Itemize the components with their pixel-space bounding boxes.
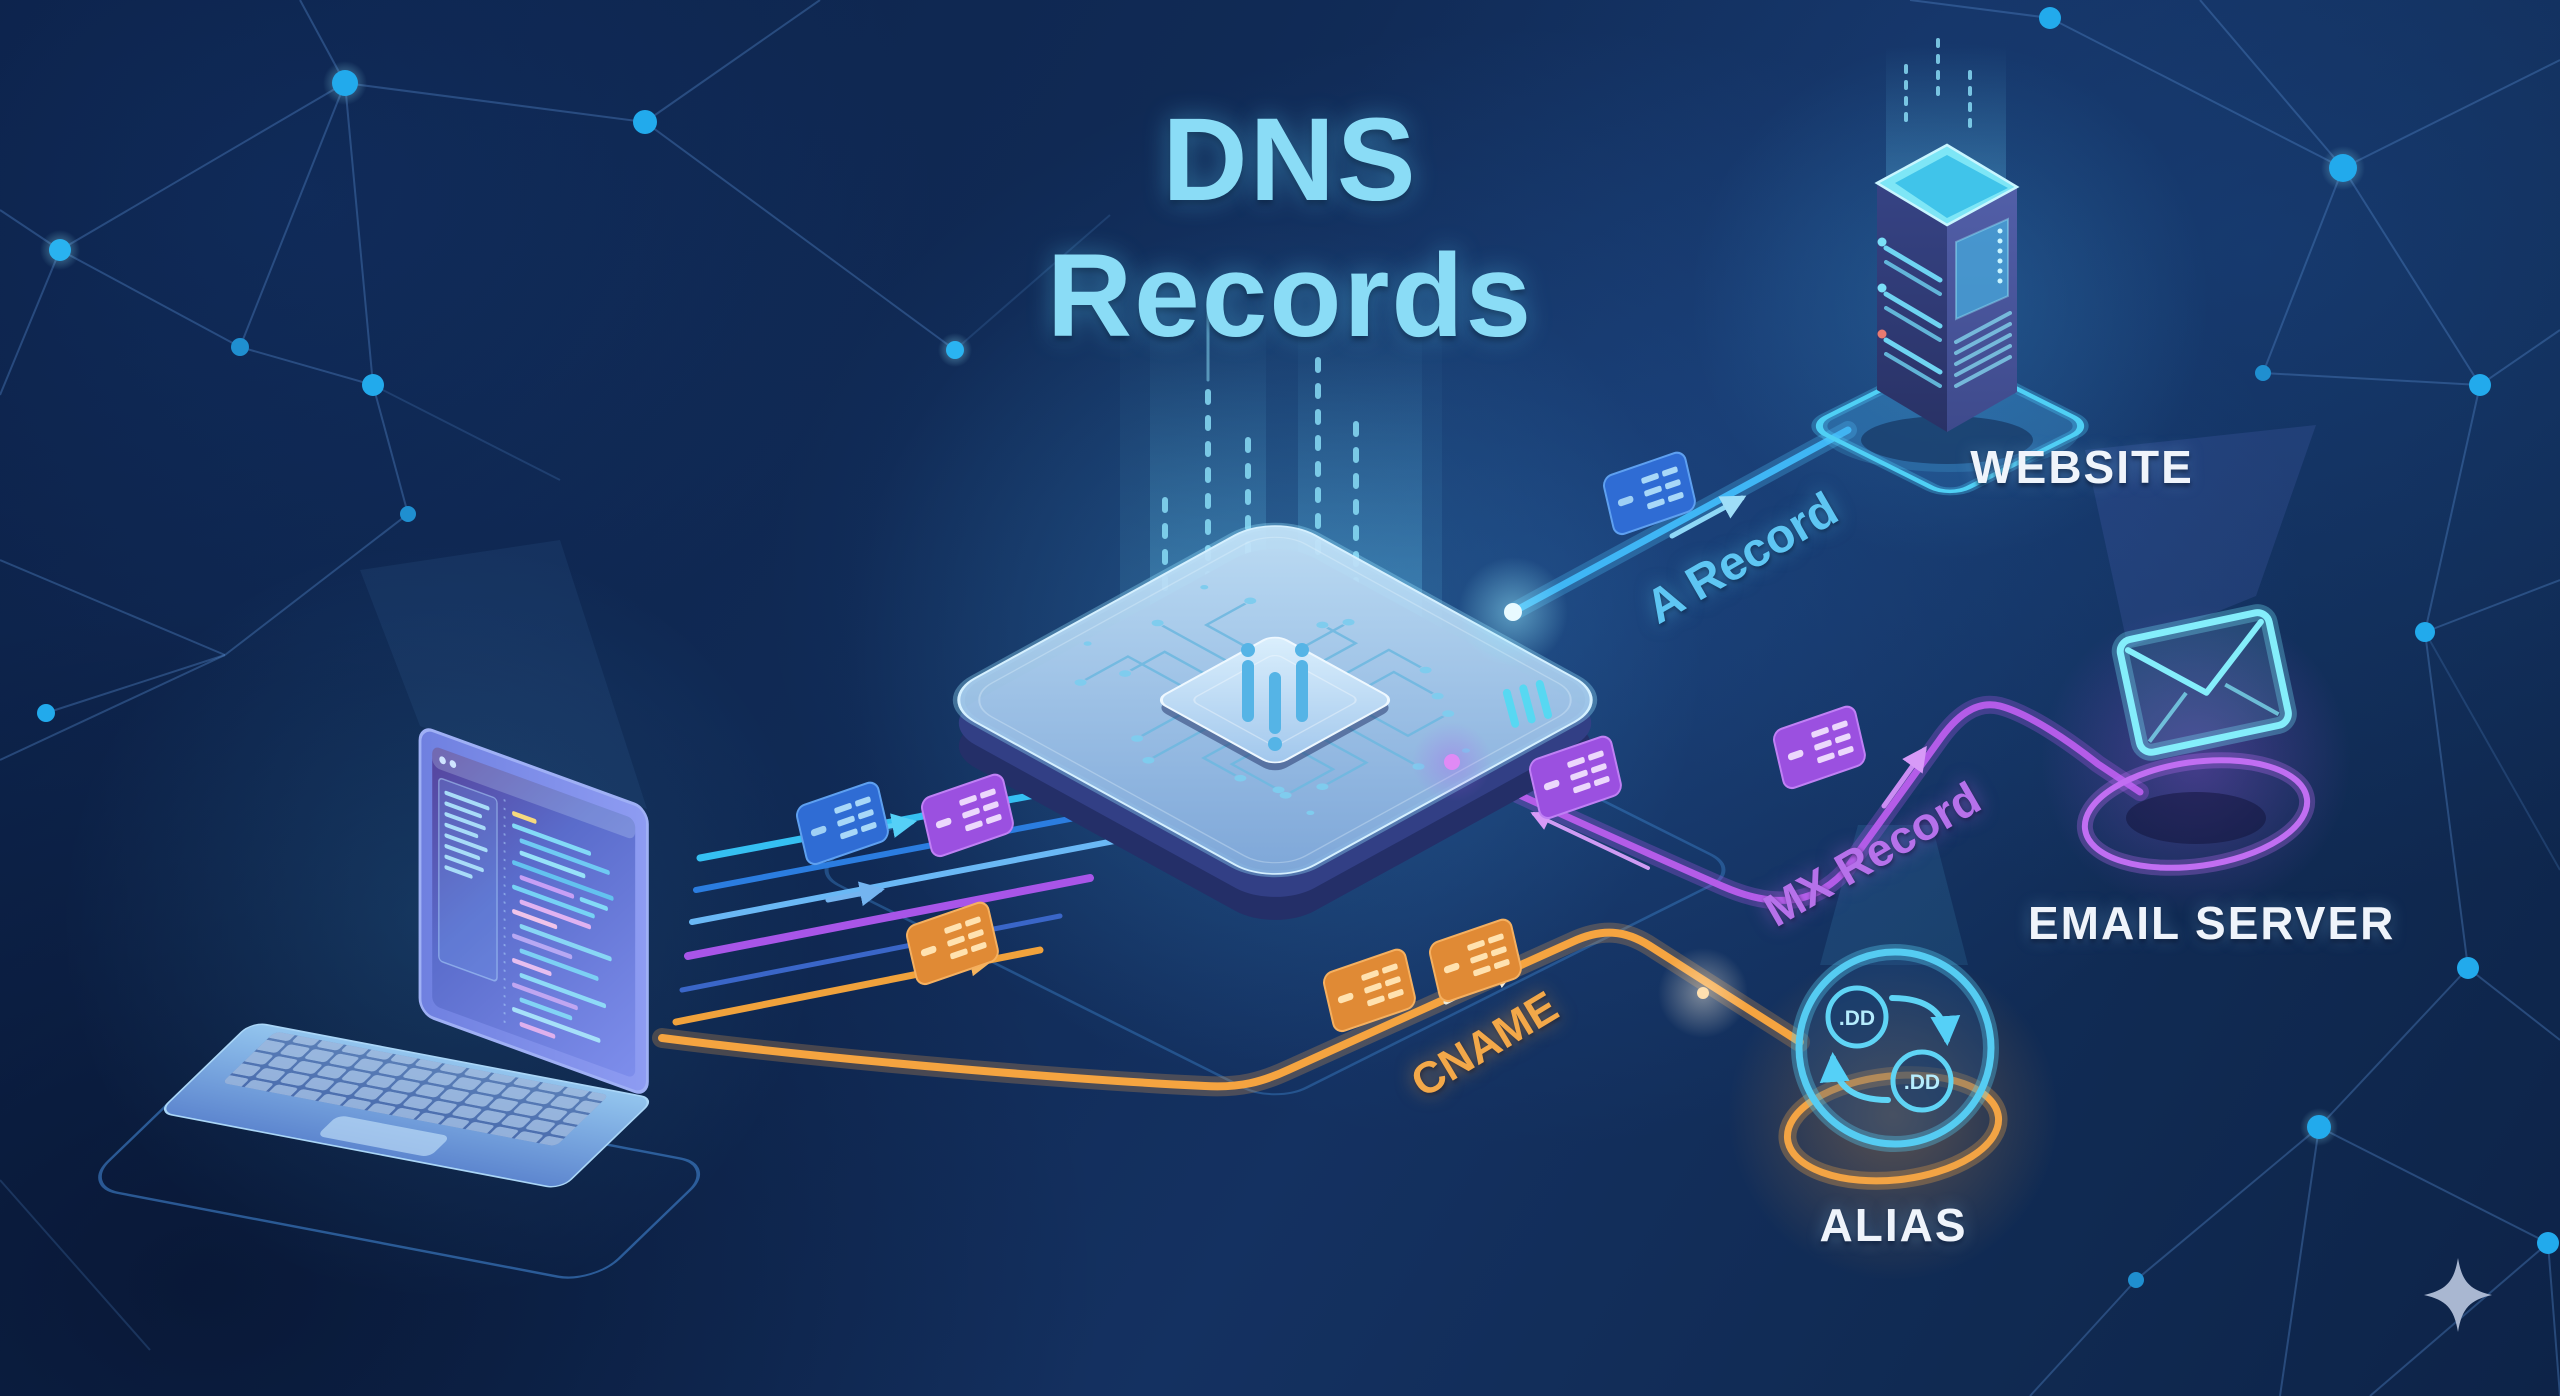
circuit-traces [1084, 602, 1445, 794]
circuit-vias [1074, 585, 1470, 815]
sparkle-icon [2424, 1258, 2492, 1332]
server-tower-icon [1811, 143, 2089, 496]
email-server-label: EMAIL SERVER [2028, 897, 2396, 949]
alias-cycle-icon: .DD .DD [1778, 944, 2008, 1190]
record-card-icon-mx2 [1773, 705, 1866, 790]
record-card-icon-blue [796, 781, 889, 866]
laptop-screen [418, 728, 649, 1094]
record-card-icon-a [1603, 451, 1696, 536]
website-label: WEBSITE [1970, 441, 2194, 493]
chip-vents [1502, 680, 1553, 728]
dns-chip-icon [952, 522, 1748, 1038]
server-front-slots [1883, 245, 1943, 388]
chip-corner-dot [1504, 603, 1522, 621]
mx-record-line [1443, 695, 2149, 910]
record-badges [796, 451, 1866, 1033]
server-vents [1954, 311, 2012, 388]
mx-origin-dot [1444, 754, 1460, 770]
code-lines [512, 811, 614, 1043]
laptop-base [163, 1023, 650, 1188]
alias-domain-a: .DD [1839, 1007, 1875, 1030]
keyboard [224, 1032, 607, 1146]
page-title: DNS Records [1046, 94, 1534, 362]
network-nodes [37, 7, 2559, 1288]
alias-label: ALIAS [1819, 1199, 1968, 1251]
record-card-icon-purple [921, 773, 1014, 858]
record-card-icon-cname1 [1323, 948, 1416, 1033]
cname-path-dot [1697, 987, 1709, 999]
server-led-column [1997, 228, 2003, 284]
trackpad [320, 1116, 448, 1156]
record-card-icon-mx1 [1529, 735, 1622, 820]
record-card-icon-cname2 [1429, 918, 1522, 1003]
cname-line [652, 922, 1810, 1097]
email-envelope-icon [2076, 604, 2316, 876]
a-record-line [1504, 421, 1857, 621]
browser-bar [432, 747, 636, 839]
laptop-icon [98, 728, 701, 1279]
sidebar-lines [444, 790, 490, 879]
network-top-right [1909, 0, 2560, 871]
record-card-icon-orange [906, 901, 999, 986]
alias-domain-b: .DD [1904, 1071, 1940, 1094]
chip-core-glyph [1241, 643, 1309, 751]
